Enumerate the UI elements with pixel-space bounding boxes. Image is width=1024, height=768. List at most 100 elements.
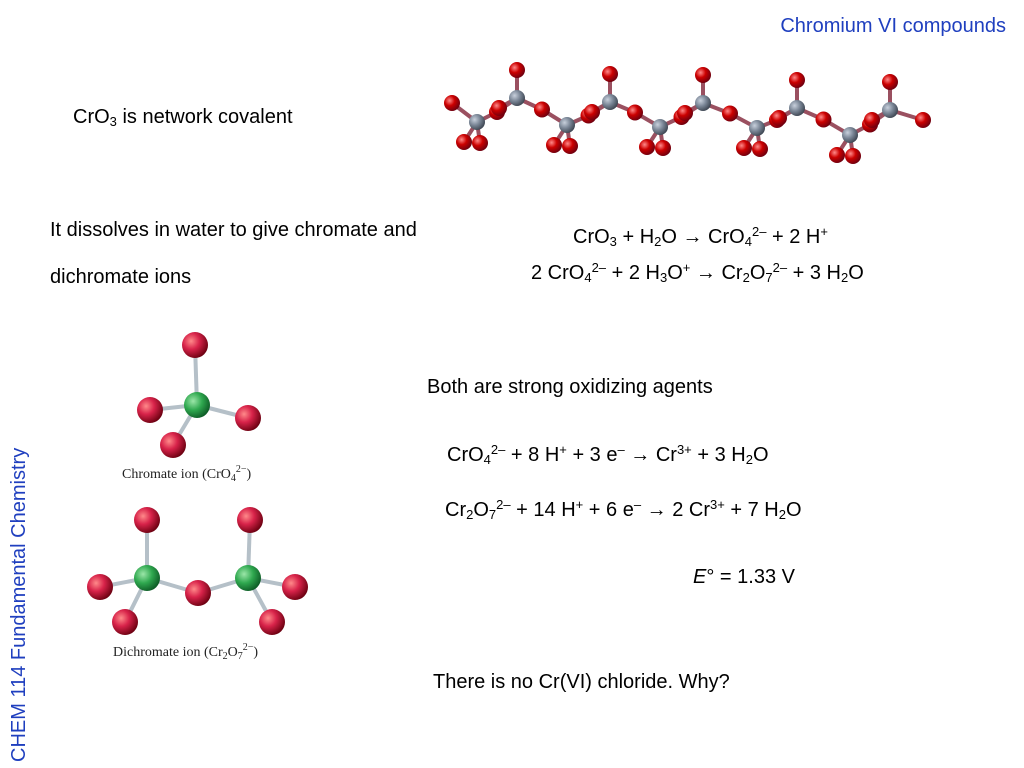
course-label: CHEM 114 Fundamental Chemistry <box>8 447 30 762</box>
text-segment: O <box>473 499 489 521</box>
oxygen-atom <box>237 507 263 533</box>
oxygen-atom <box>639 139 655 155</box>
oxygen-atom <box>655 140 671 156</box>
text-segment: + 8 H <box>505 444 560 466</box>
text-segment: 2– <box>772 260 788 275</box>
chromium-atom <box>882 102 898 118</box>
text-segment: 7 <box>488 507 497 522</box>
oxygen-atom <box>815 111 832 128</box>
text-segment: + 3 H <box>787 262 841 284</box>
chromium-atom <box>789 100 805 116</box>
text-segment: O <box>667 262 683 284</box>
text-segment: O <box>749 262 766 284</box>
text-segment: Both are strong oxidizing agents <box>427 376 713 398</box>
dichromate-caption: Dichromate ion (Cr2O72−) <box>113 642 258 662</box>
text-segment: + <box>682 260 691 275</box>
chromium-atom <box>749 120 765 136</box>
text-segment: 2 <box>745 452 753 467</box>
text-segment: 7 <box>765 270 773 285</box>
text-segment: 4 <box>483 452 491 467</box>
text-segment: 2− <box>235 464 247 475</box>
text-segment: + 3 H <box>691 444 746 466</box>
text-segment: + 3 e <box>566 444 618 466</box>
chromate-ion-model <box>137 332 261 458</box>
dissolves-text-line2: dichromate ions <box>50 267 191 287</box>
oxygen-atom <box>444 95 460 111</box>
text-segment: + <box>820 224 828 239</box>
chromium-atom <box>509 90 525 106</box>
text-segment: + H <box>616 226 655 248</box>
text-segment: is network covalent <box>116 106 293 128</box>
oxygen-atom <box>915 112 931 128</box>
text-segment: 4 <box>230 473 236 484</box>
oxygen-atom <box>789 72 805 88</box>
equation-dissolution: CrO3 + H2O → CrO42– + 2 H+ <box>573 224 828 249</box>
chromium-atom <box>184 392 210 418</box>
text-segment: O <box>848 262 864 284</box>
text-segment: CrO <box>447 444 484 466</box>
chromium-atom <box>842 127 858 143</box>
oxygen-atom <box>882 74 898 90</box>
text-segment: ° = 1.33 V <box>706 566 795 588</box>
text-segment: – <box>633 497 642 512</box>
chromium-atom <box>469 114 485 130</box>
text-segment: It dissolves in water to give chromate a… <box>50 219 417 241</box>
text-segment: 7 <box>237 651 243 662</box>
text-segment: → 2 Cr <box>641 499 710 521</box>
oxygen-atom <box>491 100 507 116</box>
text-segment: E <box>693 566 707 588</box>
text-segment: + <box>575 497 584 512</box>
oxygen-atom <box>627 104 643 121</box>
oxygen-atom <box>259 609 285 635</box>
text-segment: 2 <box>742 270 750 285</box>
oxygen-atom <box>584 104 600 120</box>
text-segment: O <box>785 499 802 521</box>
text-segment: 3+ <box>676 442 692 457</box>
oxygen-atom <box>282 574 308 600</box>
text-segment: → Cr <box>690 262 743 284</box>
text-segment: O <box>752 444 769 466</box>
chromium-atom <box>695 95 711 111</box>
oxygen-atom <box>752 141 768 157</box>
text-segment: 2− <box>242 642 254 653</box>
text-segment: + 2 H <box>766 226 821 248</box>
oxygen-atom <box>235 405 261 431</box>
text-segment: + 14 H <box>510 499 576 521</box>
oxygen-atom <box>546 137 562 153</box>
text-segment: O → CrO <box>661 226 745 248</box>
text-segment: 2 <box>841 270 849 285</box>
chromate-caption: Chromate ion (CrO42−) <box>122 464 252 484</box>
cro3-chain-model <box>444 62 931 164</box>
text-segment: Cr <box>445 499 467 521</box>
text-segment: – <box>617 442 625 457</box>
text-segment: + 2 H <box>606 262 660 284</box>
text-segment: → Cr <box>624 444 677 466</box>
oxygen-atom <box>472 135 488 151</box>
oxygen-atom <box>562 138 578 154</box>
oxygen-atom <box>695 67 711 83</box>
text-segment: dichromate ions <box>50 266 192 288</box>
oxygen-atom <box>722 105 738 122</box>
text-segment: 4 <box>584 270 592 285</box>
oxygen-atom <box>736 140 752 156</box>
dichromate-ion-model <box>87 507 308 635</box>
text-segment: + 6 e <box>583 499 634 521</box>
equation-dimerization: 2 CrO42– + 2 H3O+ → Cr2O72– + 3 H2O <box>531 260 864 285</box>
dissolves-text-line1: It dissolves in water to give chromate a… <box>50 220 417 240</box>
text-segment: 4 <box>744 234 752 249</box>
text-segment: Chromate ion (CrO <box>122 467 231 482</box>
text-segment: ) <box>246 467 252 482</box>
network-covalent-text: CrO3 is network covalent <box>73 106 293 128</box>
text-segment: 2– <box>496 497 511 512</box>
oxygen-atom <box>137 397 163 423</box>
text-segment: + 7 H <box>724 499 779 521</box>
text-segment: Dichromate ion (Cr <box>113 645 223 660</box>
oxygen-atom <box>509 62 525 78</box>
text-segment: CrO <box>573 226 610 248</box>
chromium-atom <box>134 565 160 591</box>
text-segment: 2 <box>222 651 228 662</box>
oxygen-atom <box>456 134 472 150</box>
slide-title: Chromium VI compounds <box>780 15 1006 37</box>
text-segment: CrO <box>73 106 110 128</box>
chromium-atom <box>559 117 575 133</box>
